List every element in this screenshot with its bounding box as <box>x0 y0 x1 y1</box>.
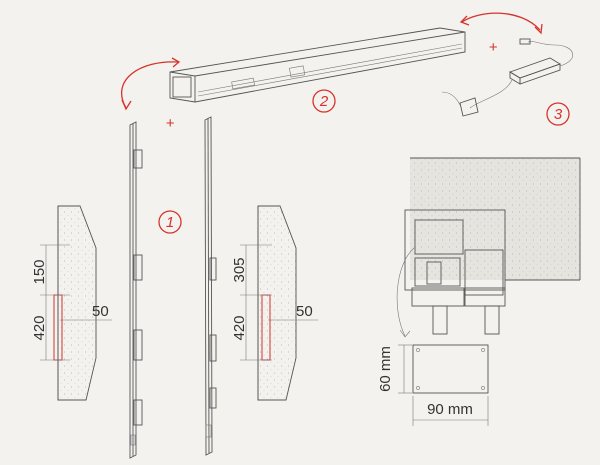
dim-right-bottom: 420 <box>231 315 248 340</box>
dim-left-top: 150 <box>31 259 48 284</box>
dim-right-side: 50 <box>296 303 313 320</box>
motor-height-label: 60 mm <box>377 346 394 392</box>
svg-text:1: 1 <box>166 214 174 231</box>
plus-sign-left: + <box>166 115 175 132</box>
connect-arrow-left <box>120 61 179 109</box>
frame-cross-section <box>396 209 506 338</box>
plus-sign-right: + <box>489 39 498 56</box>
step-badge-3: 3 <box>546 102 570 126</box>
step-badge-1: 1 <box>158 210 182 234</box>
wall-section <box>410 157 581 281</box>
dim-left-bottom: 420 <box>31 315 48 340</box>
door-profile-left <box>40 205 112 401</box>
svg-text:3: 3 <box>554 106 563 123</box>
svg-text:2: 2 <box>319 93 329 110</box>
connect-arrow-right <box>461 12 541 31</box>
lock-bar-left <box>129 121 143 459</box>
motor-box <box>398 344 489 426</box>
step-badge-2: 2 <box>312 89 336 113</box>
dim-left-side: 50 <box>92 303 109 320</box>
motor-width-label: 90 mm <box>427 401 473 418</box>
motor-rail <box>169 27 466 103</box>
power-supply <box>441 38 573 117</box>
dim-right-top: 305 <box>231 257 248 282</box>
door-profile-right <box>240 205 318 401</box>
lock-bar-right <box>204 116 217 456</box>
